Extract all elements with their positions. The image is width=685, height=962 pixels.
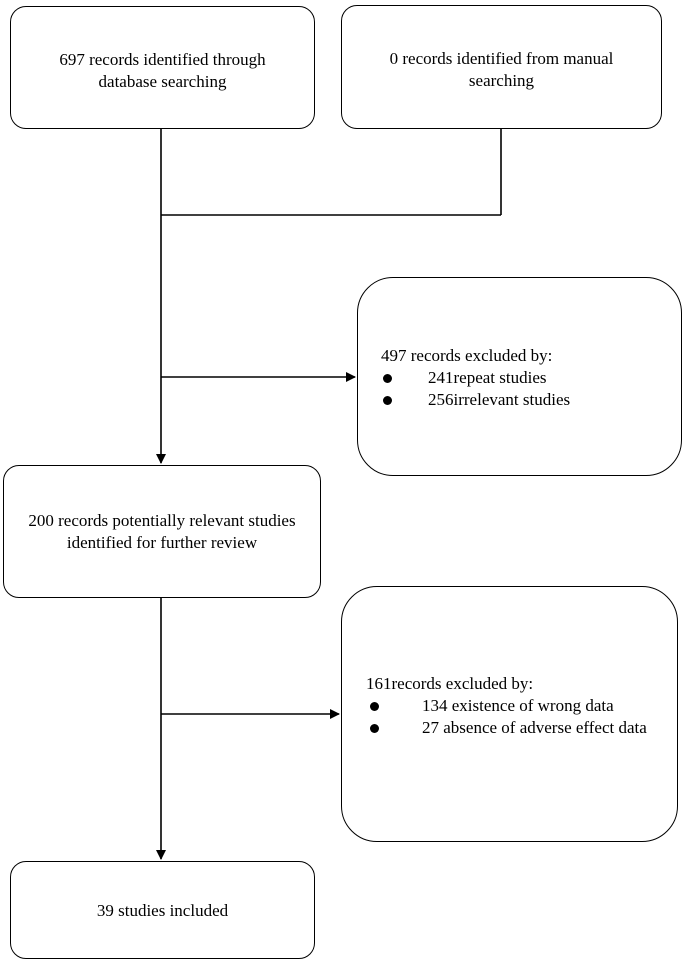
database-records-text: 697 records identified through database …	[59, 50, 266, 91]
excluded-2-item: 134 existence of wrong data	[422, 696, 614, 715]
bullet-icon	[370, 702, 379, 711]
manual-records-box: 0 records identified from manual searchi…	[341, 5, 662, 129]
list-item: 241repeat studies	[381, 367, 671, 389]
list-item: 27 absence of adverse effect data	[366, 717, 666, 761]
bullet-icon	[383, 396, 392, 405]
bullet-icon	[370, 724, 379, 733]
relevant-records-box: 200 records potentially relevant studies…	[3, 465, 321, 598]
excluded-1-title: 497 records excluded by:	[381, 346, 553, 365]
excluded-records-box-1: 497 records excluded by: 241repeat studi…	[357, 277, 682, 476]
excluded-1-item: 241repeat studies	[428, 368, 547, 387]
database-records-box: 697 records identified through database …	[10, 6, 315, 129]
manual-records-text: 0 records identified from manual searchi…	[389, 49, 614, 90]
excluded-2-list: 134 existence of wrong data 27 absence o…	[366, 695, 666, 761]
excluded-2-item: 27 absence of adverse effect data	[422, 718, 647, 737]
list-item: 256irrelevant studies	[381, 389, 671, 411]
list-item: 134 existence of wrong data	[366, 695, 666, 717]
excluded-1-item: 256irrelevant studies	[428, 390, 571, 409]
excluded-1-list: 241repeat studies 256irrelevant studies	[381, 367, 671, 411]
excluded-2-title: 161records excluded by:	[366, 674, 534, 693]
excluded-records-box-2: 161records excluded by: 134 existence of…	[341, 586, 678, 842]
relevant-records-text: 200 records potentially relevant studies…	[28, 511, 296, 552]
included-studies-text: 39 studies included	[96, 901, 229, 920]
bullet-icon	[383, 374, 392, 383]
included-studies-box: 39 studies included	[10, 861, 315, 959]
